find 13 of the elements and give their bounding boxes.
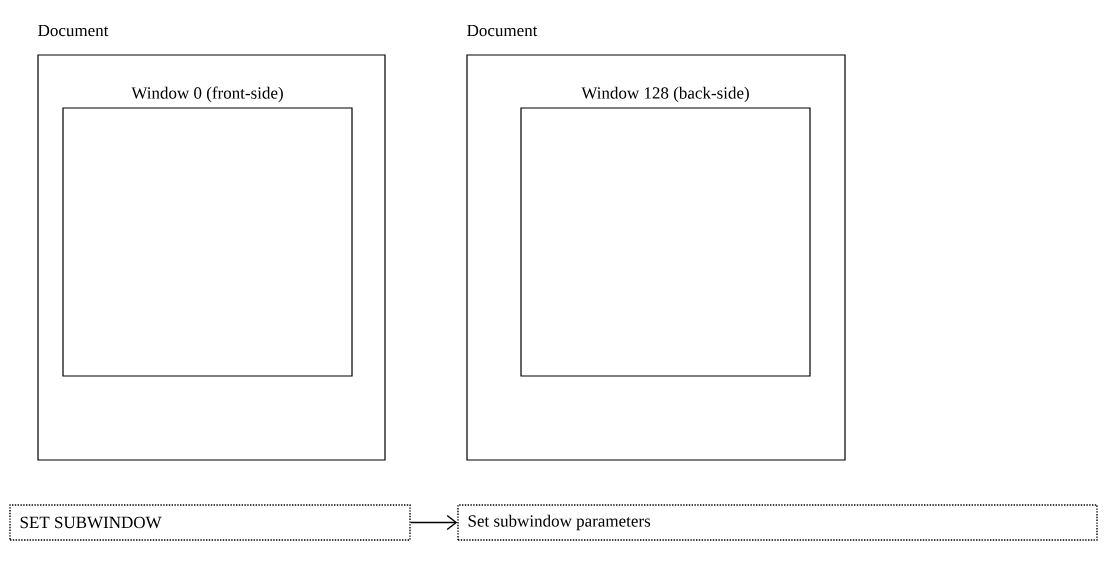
document-label: Document bbox=[38, 24, 109, 37]
window-label: Window 0 (front-side) bbox=[131, 86, 283, 103]
document-label: Document bbox=[467, 24, 538, 37]
window-label: Window 128 (back-side) bbox=[581, 86, 749, 103]
window-box bbox=[62, 86, 353, 377]
document-frame bbox=[37, 24, 386, 461]
command-box bbox=[9, 504, 411, 541]
window-box bbox=[520, 86, 811, 377]
command-box bbox=[457, 504, 1098, 541]
command-label: SET SUBWINDOW bbox=[20, 516, 162, 529]
document-frame bbox=[466, 24, 846, 461]
command-label: Set subwindow parameters bbox=[468, 514, 651, 531]
arrow bbox=[410, 514, 458, 531]
